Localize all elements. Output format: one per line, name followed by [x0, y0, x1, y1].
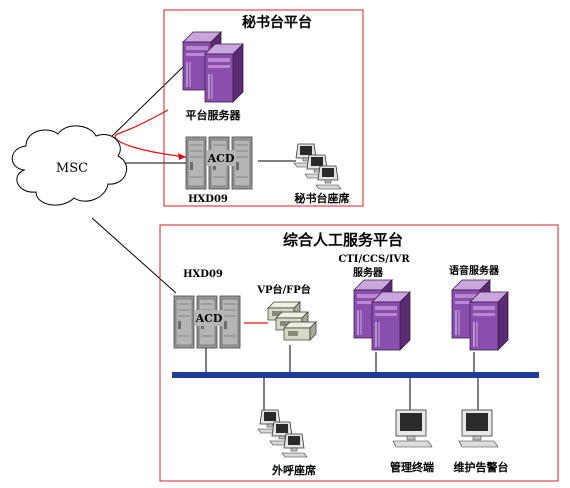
switch-name-label: HXD09 [188, 194, 228, 205]
msc-cloud-icon [11, 125, 128, 206]
secretary-platform-title: 秘书台平台 [242, 14, 312, 31]
platform-server-icon [182, 31, 244, 103]
cti-title-label: CTI/CCS/IVR [338, 254, 410, 265]
outbound-seat-pc-icon [257, 409, 308, 458]
cti-server-icon [353, 279, 411, 351]
red-link [114, 109, 187, 158]
secretary-seat-pc-icon [293, 143, 342, 190]
service-platform-title: 综合人工服务平台 [283, 231, 403, 249]
cti-sub-label: 服务器 [353, 266, 384, 279]
connection-lines [91, 63, 296, 324]
msc-label: MSC [56, 161, 88, 176]
secretary-platform-box [163, 9, 364, 207]
maintenance-station-label: 维护告警台 [454, 460, 509, 474]
management-terminal-label: 管理终端 [390, 460, 434, 474]
secretary-seats-label: 秘书台座席 [295, 191, 350, 205]
lan-bus [172, 372, 539, 378]
bus-drops [205, 345, 479, 410]
maintenance-station-icon [458, 409, 499, 448]
vp-fp-console-icon [267, 301, 317, 341]
voice-server-label: 语音服务器 [449, 264, 500, 277]
service-platform-box [159, 224, 559, 482]
acd-label: ACD [207, 152, 235, 165]
platform-server-label: 平台服务器 [186, 108, 242, 122]
voice-server-icon [451, 279, 509, 351]
management-terminal-icon [392, 409, 433, 448]
vp-fp-label: VP台/FP台 [256, 283, 311, 296]
switch2-name-label: HXD09 [183, 269, 223, 280]
arrow-head-icon [178, 153, 186, 160]
acd2-label: ACD [195, 312, 223, 325]
outbound-seats-label: 外呼座席 [271, 463, 316, 477]
